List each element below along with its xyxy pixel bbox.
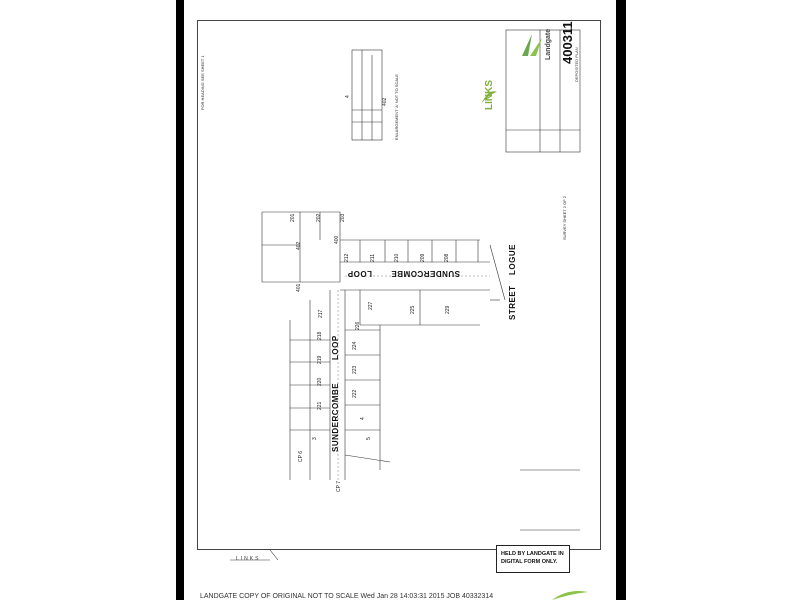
- lot-label: 225: [410, 305, 416, 314]
- lot-label: 222: [352, 389, 358, 398]
- footer-copy-note: LANDGATE COPY OF ORIGINAL NOT TO SCALE W…: [200, 593, 494, 600]
- enlargement-box: [351, 49, 383, 141]
- lot-label: 4: [345, 95, 351, 98]
- landgate-footer-logo-icon: [552, 591, 588, 600]
- links-logo-icon: [481, 91, 497, 104]
- survey-note: SURVEY SHEET 2 OF 2: [562, 195, 567, 240]
- road-sundercombe-vertical: SUNDERCOMBE: [331, 382, 340, 452]
- lot-label: CP 6: [298, 450, 304, 462]
- lot-label: 401: [296, 283, 302, 292]
- links-brand: LINKS: [484, 80, 495, 110]
- lot-label: 223: [352, 365, 358, 374]
- plan-sheet: [184, 0, 616, 600]
- lot-label: 217: [318, 309, 324, 318]
- lot-label: 218: [317, 331, 323, 340]
- landgate-brand: Landgate: [545, 28, 552, 60]
- links-bottom-mark: LINKS: [236, 556, 261, 562]
- lot-label: 220: [317, 377, 323, 386]
- lot-label: 221: [317, 401, 323, 410]
- lot-label: 402: [382, 97, 388, 106]
- road-loop-horizontal: LOOP: [347, 269, 372, 278]
- lot-label: 209: [420, 253, 426, 262]
- lot-label: 226: [355, 321, 361, 330]
- landgate-logo-icon: [522, 34, 542, 56]
- lot-label: 4: [360, 417, 366, 420]
- road-street: STREET: [508, 285, 517, 320]
- plan-number: 400311: [560, 21, 575, 64]
- lot-label: 219: [317, 355, 323, 364]
- left-black-border: [176, 0, 184, 600]
- lot-label: 203: [340, 213, 346, 222]
- plan-frame: [197, 20, 601, 550]
- lot-label: CP 7: [336, 480, 342, 492]
- road-logue: LOGUE: [508, 244, 517, 275]
- lot-label: 208: [444, 253, 450, 262]
- lot-label: 224: [352, 341, 358, 350]
- right-black-border: [616, 0, 626, 600]
- lot-label: 202: [316, 213, 322, 222]
- lot-label: 211: [370, 254, 376, 262]
- enlargement-note: ENLARGEMENT 'A' NOT TO SCALE: [394, 74, 399, 140]
- lot-label: 5: [366, 437, 372, 440]
- top-block-outline: [261, 211, 341, 283]
- road-sundercombe-horizontal: SUNDERCOMBE: [390, 269, 460, 278]
- road-loop-vertical: LOOP: [331, 335, 340, 360]
- lot-label: 400: [334, 235, 340, 244]
- lot-label: 201: [290, 213, 296, 222]
- lot-label: 212: [344, 253, 350, 262]
- lot-label: 3: [312, 437, 318, 440]
- lot-label: 402: [296, 241, 302, 250]
- plan-type: DEPOSITED PLAN: [574, 47, 579, 82]
- heading-note: FOR HEADING SEE SHEET 1: [200, 55, 205, 110]
- held-by-landgate-box: HELD BY LANDGATE IN DIGITAL FORM ONLY.: [496, 545, 570, 573]
- lot-label: 227: [368, 301, 374, 310]
- title-block: [505, 29, 581, 153]
- lot-label: 210: [394, 253, 400, 262]
- lot-label: 229: [445, 305, 451, 314]
